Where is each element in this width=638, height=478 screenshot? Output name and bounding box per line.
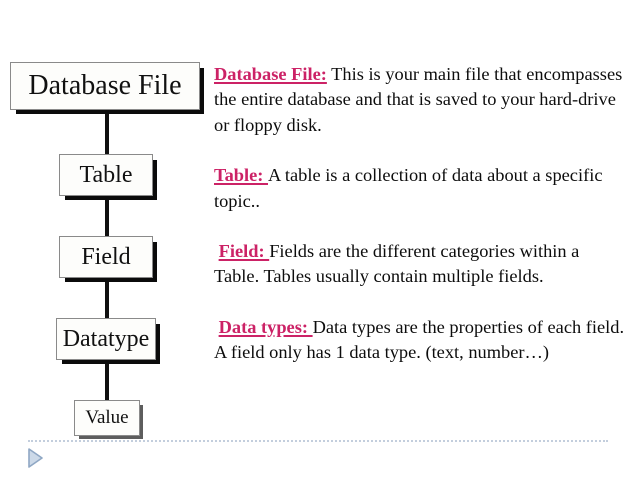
connector-datatype-value <box>105 360 109 404</box>
definition-table: Table: A table is a collection of data a… <box>214 163 626 214</box>
definition-database-file-term: Database File: <box>214 64 327 84</box>
node-database-file: Database File <box>10 62 200 110</box>
connector-table-field <box>105 196 109 242</box>
definition-table-term: Table: <box>214 165 268 186</box>
connector-databasefile-table <box>105 110 109 160</box>
definition-field-term: Field: <box>218 241 270 262</box>
node-table: Table <box>59 154 153 196</box>
definition-database-file: Database File: This is your main file th… <box>214 62 626 138</box>
node-datatype: Datatype <box>56 318 156 360</box>
definition-data-types-term: Data types: <box>218 316 313 337</box>
node-value: Value <box>74 400 140 436</box>
definition-database-file-body: This is your main file that encompasses … <box>214 64 623 135</box>
definition-data-types-body: Data types are the properties of each fi… <box>214 316 625 363</box>
play-triangle-icon[interactable] <box>27 448 43 468</box>
connector-field-datatype <box>105 278 109 324</box>
definition-field: Field: Fields are the different categori… <box>214 239 626 290</box>
definitions-text-column: Database File: This is your main file th… <box>214 62 626 366</box>
definition-field-body: Fields are the different categories with… <box>214 241 580 287</box>
node-value-label: Value <box>85 407 129 428</box>
node-field: Field <box>59 236 153 278</box>
node-field-label: Field <box>81 244 131 270</box>
definition-data-types: Data types: Data types are the propertie… <box>214 315 626 366</box>
node-table-label: Table <box>79 162 133 188</box>
database-hierarchy-diagram: Database File Table Field Datatype Value <box>0 0 215 440</box>
node-datatype-label: Datatype <box>62 326 150 352</box>
definition-table-body: A table is a collection of data about a … <box>214 165 603 211</box>
node-database-file-label: Database File <box>28 70 182 101</box>
dotted-divider <box>28 440 608 442</box>
